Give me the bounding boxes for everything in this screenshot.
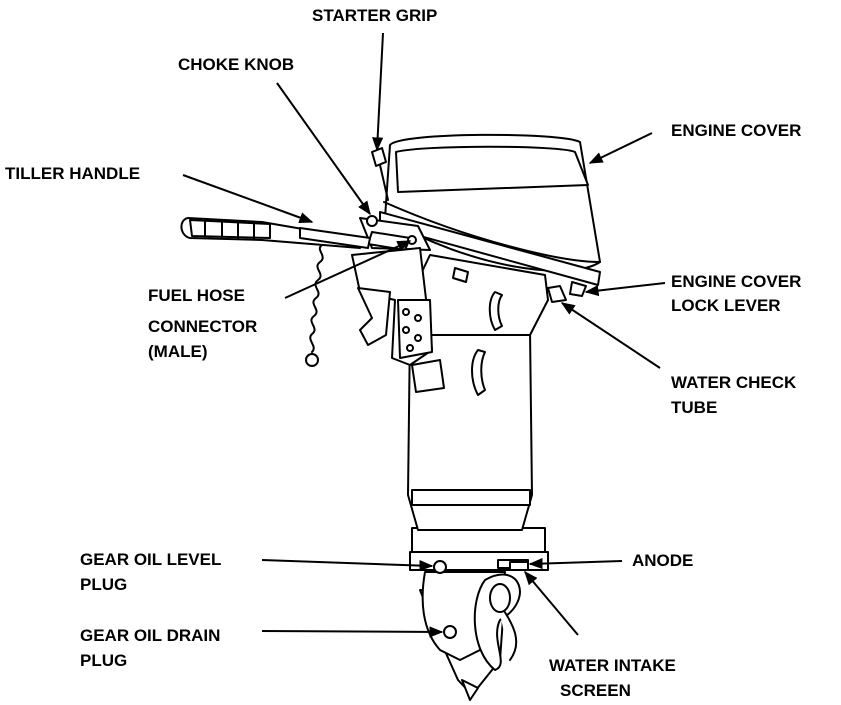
tiller-handle xyxy=(180,217,371,249)
leader-gear-oil-drain xyxy=(261,626,444,638)
leader-water-check xyxy=(560,302,661,369)
label-water-check-tube-line1: WATER CHECK xyxy=(671,373,797,392)
label-fuel-hose-connector-line3: (MALE) xyxy=(148,342,208,361)
anode xyxy=(509,561,529,571)
leader-anode xyxy=(528,557,623,570)
label-gear-oil-drain-plug-line1: GEAR OIL DRAIN xyxy=(80,626,221,645)
leader-choke-knob xyxy=(276,82,371,216)
leader-fuel-hose xyxy=(284,240,412,299)
label-engine-cover-lock-lever-line2: LOCK LEVER xyxy=(671,296,781,315)
transom-bracket xyxy=(351,247,445,393)
label-starter-grip: STARTER GRIP xyxy=(312,6,438,25)
label-water-intake-screen-line2: SCREEN xyxy=(560,681,631,700)
label-fuel-hose-connector-line1: FUEL HOSE xyxy=(148,286,245,305)
stop-switch-cord xyxy=(305,244,324,367)
midsection xyxy=(407,329,533,531)
label-fuel-hose-connector-line2: CONNECTOR xyxy=(148,317,258,336)
label-engine-cover: ENGINE COVER xyxy=(671,121,802,140)
label-anode: ANODE xyxy=(632,551,694,570)
label-choke-knob: CHOKE KNOB xyxy=(178,55,295,74)
label-gear-oil-drain-plug-line2: PLUG xyxy=(80,651,128,670)
leader-lines xyxy=(182,32,666,638)
motor-leg-upper xyxy=(409,254,549,336)
lock-lever xyxy=(547,281,587,303)
starter-grip xyxy=(371,147,389,201)
leader-lock-lever xyxy=(584,282,666,297)
leader-engine-cover xyxy=(588,132,653,164)
leader-tiller-handle xyxy=(182,174,314,223)
label-gear-oil-level-plug-line1: GEAR OIL LEVEL xyxy=(80,550,222,569)
leader-gear-oil-level xyxy=(261,559,434,572)
gear-oil-drain-plug xyxy=(443,625,457,639)
engine-cover xyxy=(379,133,601,286)
label-gear-oil-level-plug-line2: PLUG xyxy=(80,575,128,594)
leader-water-intake xyxy=(524,570,579,636)
leader-starter-grip xyxy=(372,32,384,152)
label-water-check-tube-line2: TUBE xyxy=(671,398,718,417)
propeller xyxy=(473,573,521,671)
label-engine-cover-lock-lever-line1: ENGINE COVER xyxy=(671,272,802,291)
label-tiller-handle: TILLER HANDLE xyxy=(5,164,141,183)
gear-oil-level-plug xyxy=(433,560,447,574)
outboard-motor-drawing xyxy=(180,133,601,701)
label-water-intake-screen-line1: WATER INTAKE xyxy=(549,656,676,675)
